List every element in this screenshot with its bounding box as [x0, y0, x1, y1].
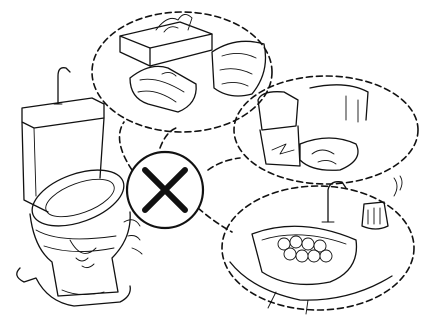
- wipes-icon: [130, 66, 196, 112]
- bubble-tissues-diaper: [92, 12, 272, 132]
- toilet-icon: [17, 68, 142, 306]
- tissue-box-icon: [120, 14, 212, 66]
- x-mark-icon: [127, 152, 203, 228]
- food-waste-sink-icon: [230, 176, 402, 314]
- bubble-cat-litter: [234, 76, 418, 184]
- cat-litter-tray-icon: [258, 85, 368, 170]
- bubble-food-waste: [222, 176, 414, 314]
- diaper-icon: [212, 41, 266, 96]
